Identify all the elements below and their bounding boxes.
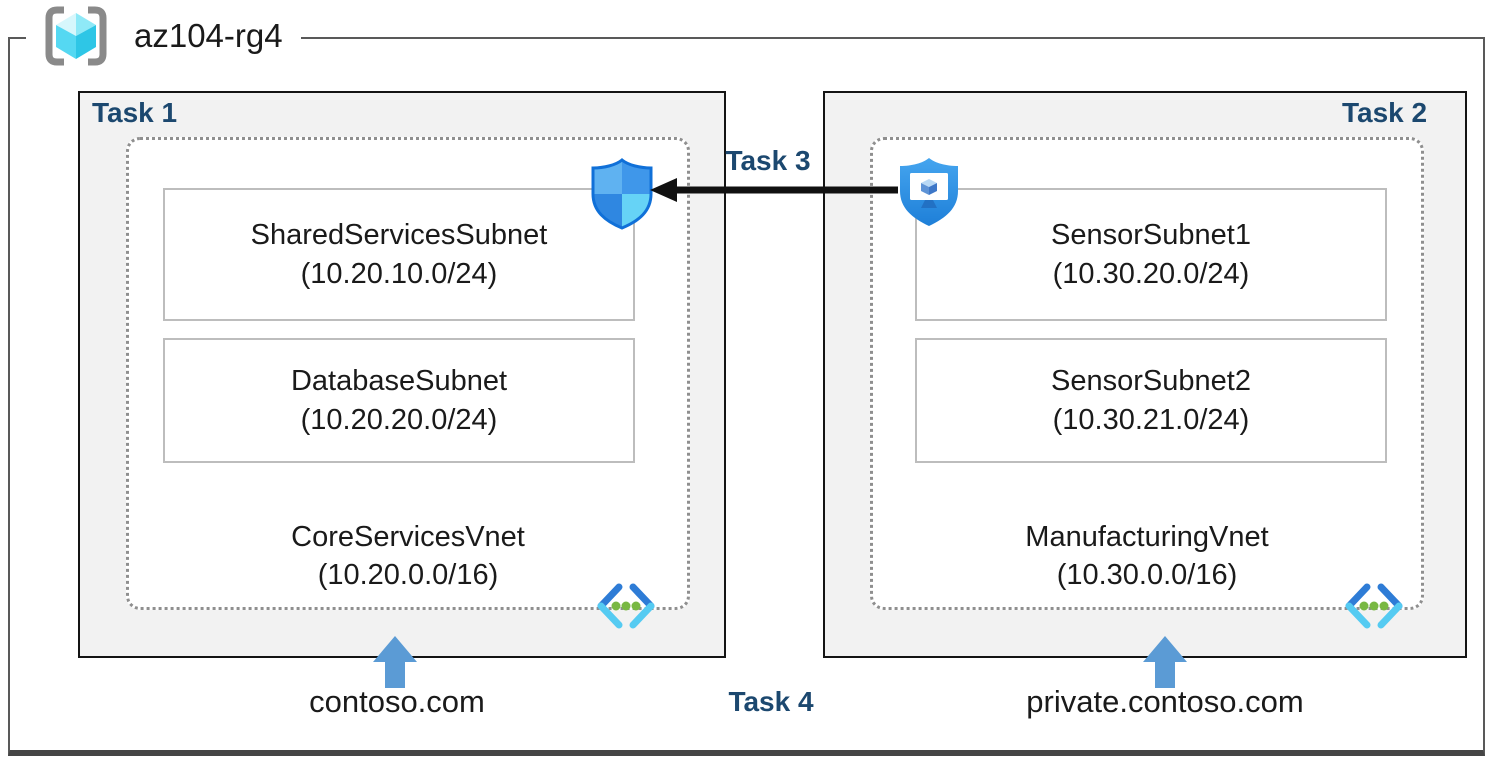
subnet-cidr: (10.20.10.0/24) (300, 257, 498, 290)
shared-services-subnet-box: SharedServicesSubnet (10.20.10.0/24) (163, 188, 635, 321)
subnet-name: SensorSubnet2 (1051, 364, 1251, 397)
dns-zone-label: private.contoso.com (1026, 684, 1304, 719)
up-arrow-icon (373, 636, 417, 688)
subnet-name: SensorSubnet1 (1051, 218, 1251, 251)
sensor-subnet2-box: SensorSubnet2 (10.30.21.0/24) (915, 338, 1387, 463)
subnet-cidr: (10.20.20.0/24) (300, 403, 498, 436)
resource-group-header: az104-rg4 (26, 0, 301, 72)
virtual-network-icon (1345, 583, 1403, 629)
virtual-network-icon (597, 583, 655, 629)
vnet-name: ManufacturingVnet (1025, 521, 1269, 553)
bastion-shield-icon (900, 158, 958, 226)
vnet-cidr: (10.30.0.0/16) (1056, 559, 1238, 591)
task2-label: Task 2 (1342, 97, 1428, 128)
dns-zone-label: contoso.com (309, 684, 485, 719)
vnet-cidr: (10.20.0.0/16) (317, 559, 499, 591)
subnet-cidr: (10.30.21.0/24) (1052, 403, 1250, 436)
core-services-vnet-label: CoreServicesVnet (10.20.0.0/16) (126, 518, 690, 594)
vnet-name: CoreServicesVnet (291, 521, 525, 553)
up-arrow-icon (1143, 636, 1187, 688)
sensor-subnet1-box: SensorSubnet1 (10.30.20.0/24) (915, 188, 1387, 321)
subnet-cidr: (10.30.20.0/24) (1052, 257, 1250, 290)
network-security-group-icon (591, 158, 653, 230)
task4-label: Task 4 (728, 686, 814, 717)
peering-arrow-icon (650, 178, 898, 202)
subnet-name: SharedServicesSubnet (250, 218, 548, 251)
task3-label: Task 3 (725, 145, 811, 176)
resource-group-icon (45, 6, 107, 66)
manufacturing-vnet-label: ManufacturingVnet (10.30.0.0/16) (870, 518, 1424, 594)
subnet-name: DatabaseSubnet (290, 364, 508, 397)
database-subnet-box: DatabaseSubnet (10.20.20.0/24) (163, 338, 635, 463)
resource-group-name: az104-rg4 (134, 17, 283, 54)
task1-label: Task 1 (92, 97, 178, 128)
